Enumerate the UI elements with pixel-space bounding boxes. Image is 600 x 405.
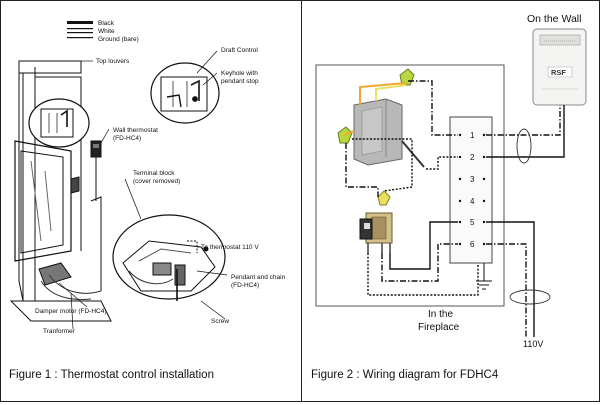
draft-control-bubble [150, 62, 220, 124]
label-wall-thermostat-model: (FD-HC4) [113, 135, 141, 142]
terminal-strip: 1 2 3 4 5 6 [449, 116, 493, 264]
legend-black: Black [98, 20, 115, 27]
label-pendant-model: (FD-HC4) [231, 282, 259, 289]
figure2-caption: Figure 2 : Wiring diagram for FDHC4 [311, 369, 499, 381]
figure1-caption: Figure 1 : Thermostat control installati… [9, 369, 214, 381]
wires [345, 80, 565, 337]
fireplace-drawing [9, 60, 112, 322]
label-keyhole-stop: pendant stop [221, 78, 259, 85]
terminal-4: 4 [470, 197, 475, 206]
legend-ground: Ground (bare) [98, 36, 139, 43]
terminal-block-bubble [112, 214, 226, 301]
ground-symbol [476, 263, 492, 290]
wall-thermostat-drawing [90, 140, 102, 201]
label-fireplace: Fireplace [418, 322, 460, 333]
label-in-the: In the [428, 309, 453, 320]
label-transformer: Tranformer [43, 328, 76, 335]
label-keyhole: Keyhole with [221, 70, 258, 77]
terminal-6: 6 [470, 240, 475, 249]
top-louvers-bubble [28, 98, 90, 148]
leader-lines [58, 50, 228, 330]
motor-leads [343, 82, 407, 136]
fireplace-boundary [315, 64, 505, 307]
label-pendant-chain: Pendant and chain [231, 274, 286, 281]
label-draft-control: Draft Control [221, 47, 258, 54]
cable-bundle-top [516, 128, 532, 164]
label-to-thermostat: To thermostat 110 V [201, 244, 259, 251]
figure1-panel: Black White Ground (bare) [0, 0, 302, 402]
wiring-diagram: On the Wall RSF [315, 13, 587, 349]
terminal-3: 3 [470, 175, 475, 184]
terminal-2: 2 [470, 153, 475, 162]
label-wall-thermostat: Wall thermostat [113, 127, 158, 134]
terminal-1: 1 [470, 131, 475, 140]
wire-legend: Black White Ground (bare) [67, 20, 139, 43]
label-110v: 110V [523, 339, 543, 349]
transformer [359, 212, 393, 253]
installation-illustration: Black White Ground (bare) [9, 20, 286, 335]
damper-motor [353, 98, 425, 168]
figure2-panel: On the Wall RSF [302, 0, 600, 402]
label-damper-motor: Damper motor (FD-HC4) [35, 308, 107, 315]
terminal-dots [458, 133, 486, 246]
legend-white: White [98, 28, 115, 35]
label-terminal-block: Terminal block [133, 170, 175, 177]
cable-bundle-bottom [509, 289, 551, 305]
label-top-louvers: Top louvers [96, 58, 130, 65]
label-screw: Screw [211, 318, 229, 325]
wall-thermostat: RSF [532, 28, 587, 106]
thermostat-brand: RSF [551, 68, 566, 77]
label-on-the-wall: On the Wall [527, 13, 581, 25]
label-terminal-block-note: (cover removed) [133, 178, 180, 185]
terminal-5: 5 [470, 218, 475, 227]
